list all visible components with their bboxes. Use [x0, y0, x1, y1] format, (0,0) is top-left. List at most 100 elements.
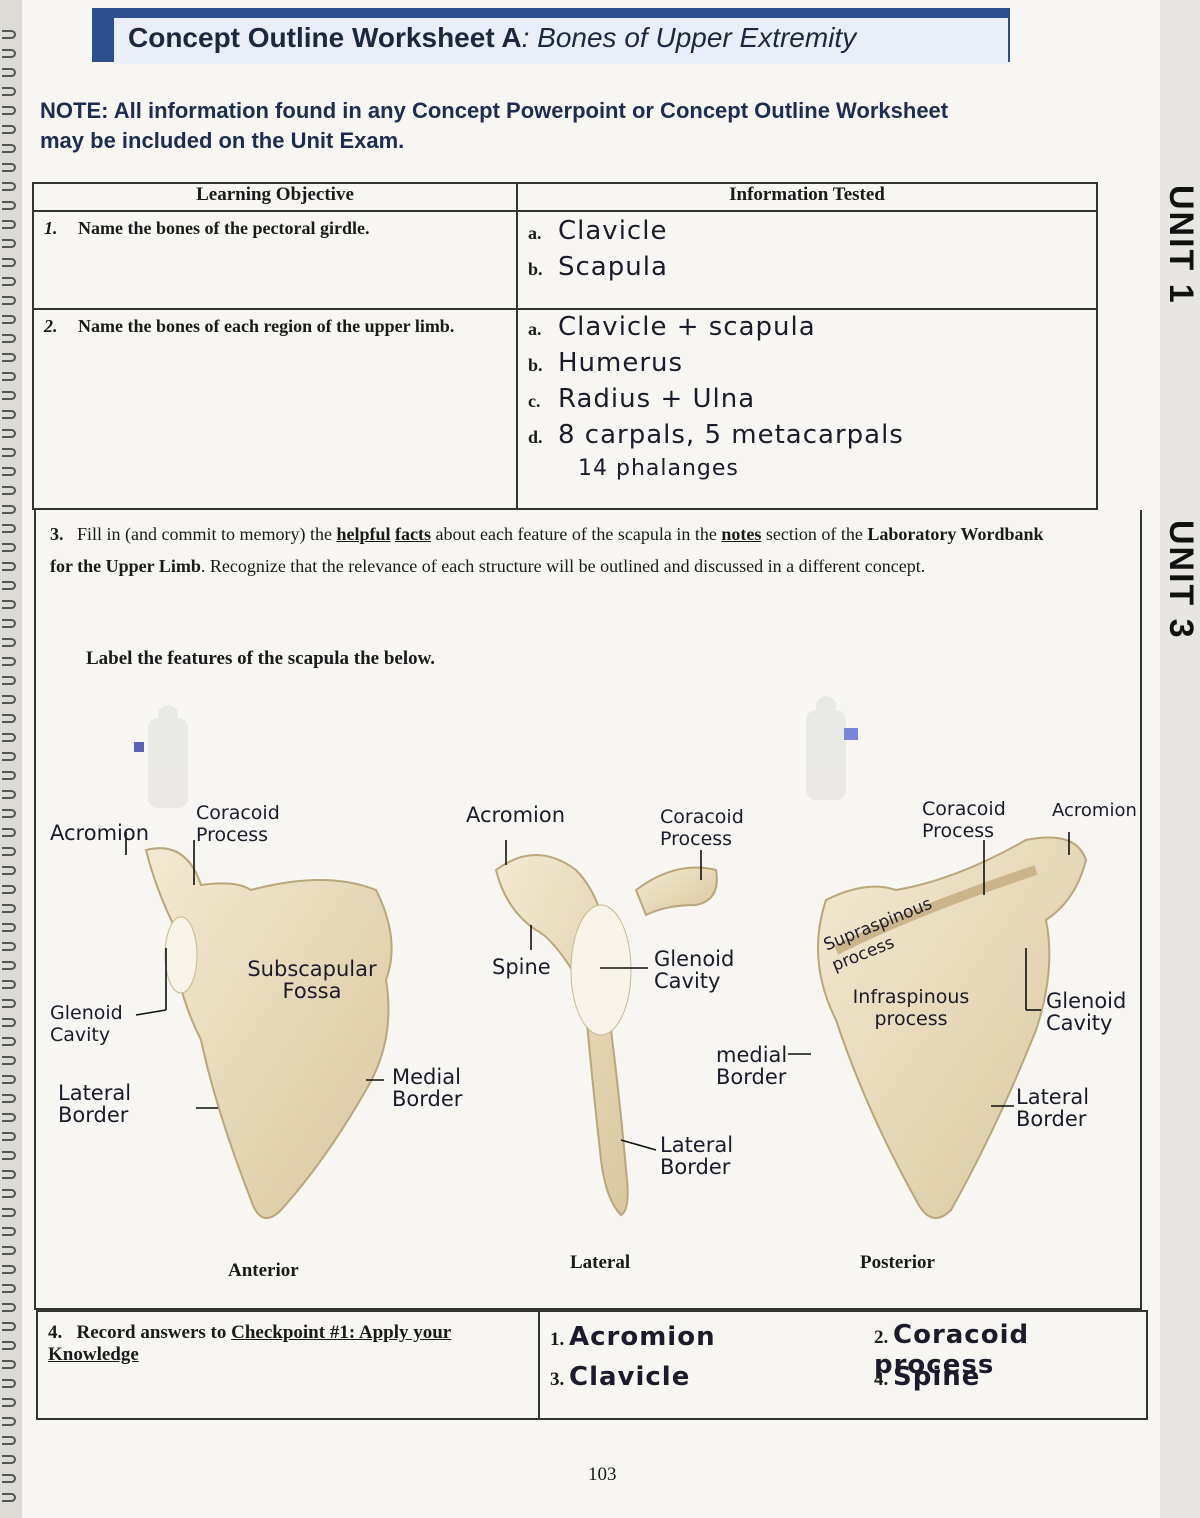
spiral-ring — [2, 695, 16, 704]
answer-letter: a. — [528, 319, 542, 339]
answer-line[interactable]: b.Humerus — [518, 348, 1096, 384]
spiral-ring — [2, 1113, 16, 1122]
spiral-ring — [2, 30, 16, 39]
scapula-posterior — [817, 836, 1088, 1219]
label-glenoid-lateral: Glenoid Cavity — [654, 947, 735, 993]
spiral-ring — [2, 1170, 16, 1179]
spiral-ring — [2, 847, 16, 856]
section-3-text: 3. Fill in (and commit to memory) the he… — [50, 518, 1060, 582]
spiral-ring — [2, 1493, 16, 1502]
label-acromion-anterior: Acromion — [50, 821, 150, 845]
unit-tab-3[interactable]: UNIT 3 — [1162, 520, 1200, 640]
checkpoint-answer[interactable]: 4. Spine — [874, 1362, 980, 1392]
spiral-ring — [2, 1341, 16, 1350]
spiral-ring — [2, 1284, 16, 1293]
label-instruction: Label the features of the scapula the be… — [86, 648, 436, 669]
handwritten-answer: Clavicle — [569, 1362, 691, 1392]
label-medial-border-anterior: Medial Border — [392, 1065, 463, 1111]
answer-letter: c. — [528, 391, 541, 411]
label-infraspinous: Infraspinous process — [852, 986, 970, 1030]
spiral-ring — [2, 1056, 16, 1065]
label-coracoid-anterior: Coracoid Process — [196, 802, 280, 846]
spiral-ring — [2, 999, 16, 1008]
checkpoint-answer[interactable]: 2. Coracoid process — [874, 1320, 1146, 1380]
scapula-highlight-posterior — [844, 728, 858, 740]
wordbank-title: Laboratory Wordbank for the Upper Limb — [50, 524, 1044, 576]
spiral-ring — [2, 828, 16, 837]
handwritten-answer: 14 phalanges — [578, 456, 739, 481]
coracoid-lateral — [634, 866, 718, 917]
spine-posterior — [833, 865, 1038, 955]
checkpoint-answer[interactable]: 3. Clavicle — [550, 1362, 690, 1392]
text-fragment: Fill in (and commit to memory) the — [77, 524, 337, 544]
spiral-ring — [2, 391, 16, 400]
spiral-ring — [2, 49, 16, 58]
spiral-ring — [2, 543, 16, 552]
spiral-ring — [2, 1379, 16, 1388]
answer-letter: a. — [528, 223, 542, 243]
spiral-ring — [2, 296, 16, 305]
scapula-anterior — [144, 847, 393, 1219]
glenoid-anterior — [164, 916, 198, 994]
spiral-ring — [2, 1189, 16, 1198]
answer-line[interactable]: c.Radius + Ulna — [518, 384, 1096, 420]
spiral-ring — [2, 676, 16, 685]
answer-letter: b. — [528, 259, 543, 279]
label-coracoid-posterior: Coracoid Process — [922, 798, 1006, 842]
section-4-prompt: 4. Record answers to Checkpoint #1: Appl… — [38, 1312, 540, 1418]
skeleton-thumbnail-posterior — [806, 696, 846, 800]
label-medial-border-lateral: medial Border — [716, 1043, 788, 1089]
checkpoint-link[interactable]: Checkpoint #1: Apply your Knowledge — [48, 1322, 452, 1365]
page-number: 103 — [588, 1464, 617, 1485]
spiral-ring — [2, 372, 16, 381]
answer-line[interactable]: 14 phalanges — [518, 456, 1096, 481]
objective-number: 2. — [44, 316, 58, 336]
spiral-ring — [2, 277, 16, 286]
spiral-ring — [2, 942, 16, 951]
spiral-ring — [2, 334, 16, 343]
exam-note: NOTE: All information found in any Conce… — [40, 98, 949, 153]
col-header-objective: Learning Objective — [32, 182, 518, 212]
label-acromion-posterior: Acromion — [1052, 800, 1137, 821]
spiral-ring — [2, 1398, 16, 1407]
spiral-ring — [2, 866, 16, 875]
answer-letter: d. — [528, 427, 543, 447]
answer-line[interactable]: a.Clavicle — [518, 216, 1096, 252]
spiral-ring — [2, 258, 16, 267]
spiral-ring — [2, 1436, 16, 1445]
checkpoint-answer[interactable]: 1. Acromion — [550, 1322, 716, 1352]
answer-line[interactable]: a.Clavicle + scapula — [518, 312, 1096, 348]
answer-number: 1. — [550, 1329, 565, 1350]
section-4: 4. Record answers to Checkpoint #1: Appl… — [36, 1310, 1148, 1420]
section-3: 3. Fill in (and commit to memory) the he… — [34, 510, 1142, 1310]
unit-tab-1[interactable]: UNIT 1 — [1162, 185, 1200, 305]
spiral-ring — [2, 1474, 16, 1483]
spiral-ring — [2, 353, 16, 362]
spiral-ring — [2, 790, 16, 799]
section-number: 3. — [50, 524, 64, 544]
col-header-info: Information Tested — [516, 182, 1098, 212]
spiral-ring — [2, 809, 16, 818]
answer-line[interactable]: d.8 carpals, 5 metacarpals — [518, 420, 1096, 456]
answer-line[interactable]: b.Scapula — [518, 252, 1096, 288]
spiral-ring — [2, 505, 16, 514]
answer-number: 4. — [874, 1369, 889, 1390]
spiral-ring — [2, 144, 16, 153]
label-lateral-border-posterior: Lateral Border — [1016, 1085, 1090, 1131]
handwritten-answer: Humerus — [558, 348, 684, 378]
text-fragment: . Recognize that the relevance of each s… — [200, 556, 926, 576]
spiral-ring — [2, 980, 16, 989]
caption-lateral: Lateral — [570, 1252, 631, 1273]
skeleton-thumbnail-anterior — [148, 705, 188, 808]
spiral-ring — [2, 106, 16, 115]
objective-cell: 1.Name the bones of the pectoral girdle. — [32, 210, 518, 310]
title-subtitle: : Bones of Upper Extremity — [521, 22, 857, 53]
spiral-ring — [2, 714, 16, 723]
objective-number: 1. — [44, 218, 58, 238]
spiral-ring — [2, 733, 16, 742]
text-emphasis: notes — [721, 524, 762, 544]
spiral-ring — [2, 752, 16, 761]
spiral-ring — [2, 182, 16, 191]
spiral-ring — [2, 771, 16, 780]
spiral-ring — [2, 1417, 16, 1426]
